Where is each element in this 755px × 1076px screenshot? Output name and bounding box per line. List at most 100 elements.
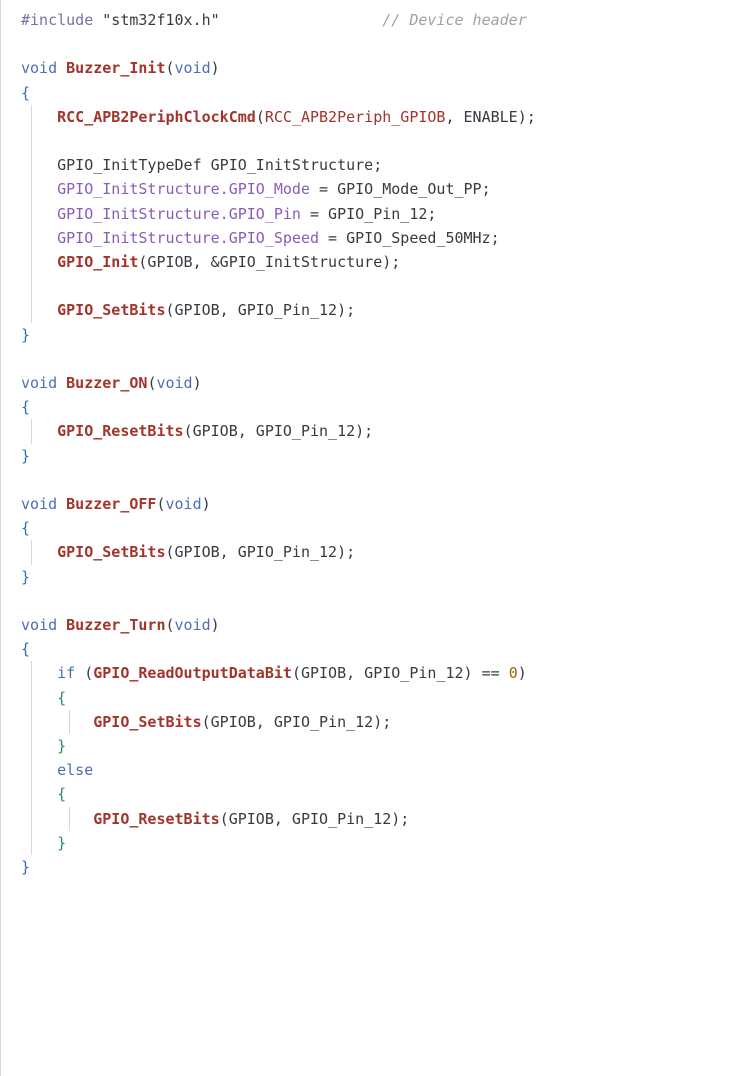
code-token: ) (210, 616, 220, 634)
code-line: GPIO_InitTypeDef GPIO_InitStructure; (21, 153, 382, 177)
code-token: GPIO_ResetBits (93, 809, 220, 828)
code-line: GPIO_InitStructure.GPIO_Mode = GPIO_Mode… (21, 177, 491, 201)
code-token (21, 664, 57, 682)
code-token: GPIO_SetBits (57, 543, 166, 562)
code-line: { (21, 637, 30, 661)
code-token: (GPIOB, GPIO_Pin_12); (201, 712, 392, 731)
code-line: RCC_APB2PeriphClockCmd(RCC_APB2Periph_GP… (21, 105, 536, 129)
code-token: = GPIO_Speed_50MHz; (319, 228, 500, 247)
code-token: void (174, 59, 211, 78)
code-line: GPIO_Init(GPIOB, &GPIO_InitStructure); (21, 250, 400, 274)
code-token: } (21, 567, 31, 586)
code-token: "stm32f10x.h" (93, 11, 220, 29)
code-token: { (57, 785, 67, 804)
code-token: ( (165, 616, 175, 634)
indent-guide (69, 709, 70, 734)
code-token: { (21, 519, 31, 538)
code-line: { (21, 81, 30, 105)
code-line: GPIO_SetBits(GPIOB, GPIO_Pin_12); (21, 540, 355, 564)
code-token: } (21, 858, 31, 876)
code-token: (GPIOB, &GPIO_InitStructure); (138, 253, 401, 271)
code-line: #include "stm32f10x.h" // Device header (21, 8, 527, 32)
code-line: } (21, 565, 30, 589)
code-token: (GPIOB, GPIO_Pin_12); (183, 422, 374, 441)
code-token: Buzzer_Turn (66, 616, 166, 634)
code-token: RCC_APB2Periph_GPIOB (264, 107, 446, 126)
code-token: GPIO_Pin (228, 204, 301, 223)
code-token: } (21, 446, 31, 465)
code-token (21, 301, 57, 319)
code-line: void Buzzer_OFF(void) (21, 492, 211, 516)
code-line: { (21, 395, 30, 419)
code-token (21, 834, 57, 852)
code-token (57, 495, 66, 513)
code-token (21, 422, 57, 440)
code-token: void (21, 616, 58, 634)
code-line: GPIO_ResetBits(GPIOB, GPIO_Pin_12); (21, 419, 373, 443)
code-token: ) (517, 664, 527, 683)
code-token (21, 543, 57, 561)
code-token: { (57, 688, 67, 707)
code-token: = GPIO_Mode_Out_PP; (310, 180, 491, 199)
code-token: RCC_APB2PeriphClockCmd (57, 107, 256, 126)
code-token: void (165, 495, 202, 513)
code-token: GPIO_InitTypeDef GPIO_InitStructure; (21, 156, 383, 175)
code-line: void Buzzer_Init(void) (21, 56, 220, 80)
code-token (57, 59, 66, 77)
code-token (57, 374, 66, 392)
code-token (21, 689, 57, 707)
code-token: void (174, 616, 211, 634)
code-line: GPIO_SetBits(GPIOB, GPIO_Pin_12); (21, 710, 391, 734)
indent-guide (31, 419, 32, 444)
code-line: } (21, 831, 66, 855)
code-token (21, 785, 57, 803)
code-token: GPIO_Speed (228, 228, 320, 247)
code-token: void (21, 495, 58, 513)
code-token (21, 761, 57, 779)
code-token: (GPIOB, GPIO_Pin_12) == (291, 664, 509, 683)
indent-guide (69, 806, 70, 831)
code-token: (GPIOB, GPIO_Pin_12); (165, 301, 356, 320)
code-token (21, 253, 57, 271)
code-token: } (57, 833, 67, 852)
code-line: { (21, 782, 66, 806)
code-token: ( (147, 374, 157, 392)
code-token: GPIO_ResetBits (57, 422, 184, 441)
code-token (21, 737, 57, 755)
code-line: if (GPIO_ReadOutputDataBit(GPIOB, GPIO_P… (21, 661, 527, 685)
indent-guide (31, 540, 32, 565)
code-token: void (21, 374, 58, 392)
code-token: GPIO_SetBits (57, 301, 166, 320)
code-line: } (21, 444, 30, 468)
code-token: } (57, 737, 67, 755)
code-line: } (21, 323, 30, 347)
code-token: ( (165, 59, 175, 78)
code-token: ) (201, 495, 211, 513)
code-token: GPIO_ReadOutputDataBit (93, 664, 292, 683)
code-line: GPIO_InitStructure.GPIO_Speed = GPIO_Spe… (21, 226, 500, 250)
code-token: GPIO_InitStructure. (21, 180, 229, 199)
code-line: GPIO_InitStructure.GPIO_Pin = GPIO_Pin_1… (21, 202, 436, 226)
code-token: ( (75, 664, 94, 683)
code-line: void Buzzer_Turn(void) (21, 613, 220, 637)
code-line: else (21, 758, 93, 782)
code-token: GPIO_Mode (228, 180, 310, 199)
code-token: 0 (508, 664, 518, 683)
code-line: { (21, 516, 30, 540)
code-token: (GPIOB, GPIO_Pin_12); (165, 543, 356, 562)
code-line: } (21, 855, 30, 879)
code-token: if (57, 664, 76, 683)
code-token: Buzzer_OFF (66, 495, 157, 513)
code-token: GPIO_InitStructure. (21, 204, 229, 223)
code-token: { (21, 398, 31, 417)
code-line: } (21, 734, 66, 758)
code-line: void Buzzer_ON(void) (21, 371, 202, 395)
code-token: GPIO_InitStructure. (21, 228, 229, 247)
code-token: ) (210, 59, 220, 78)
code-token (21, 108, 57, 126)
code-token: , ENABLE); (445, 107, 536, 126)
code-token: ) (192, 374, 202, 392)
code-token: Buzzer_Init (66, 59, 166, 78)
code-token: { (21, 640, 31, 659)
